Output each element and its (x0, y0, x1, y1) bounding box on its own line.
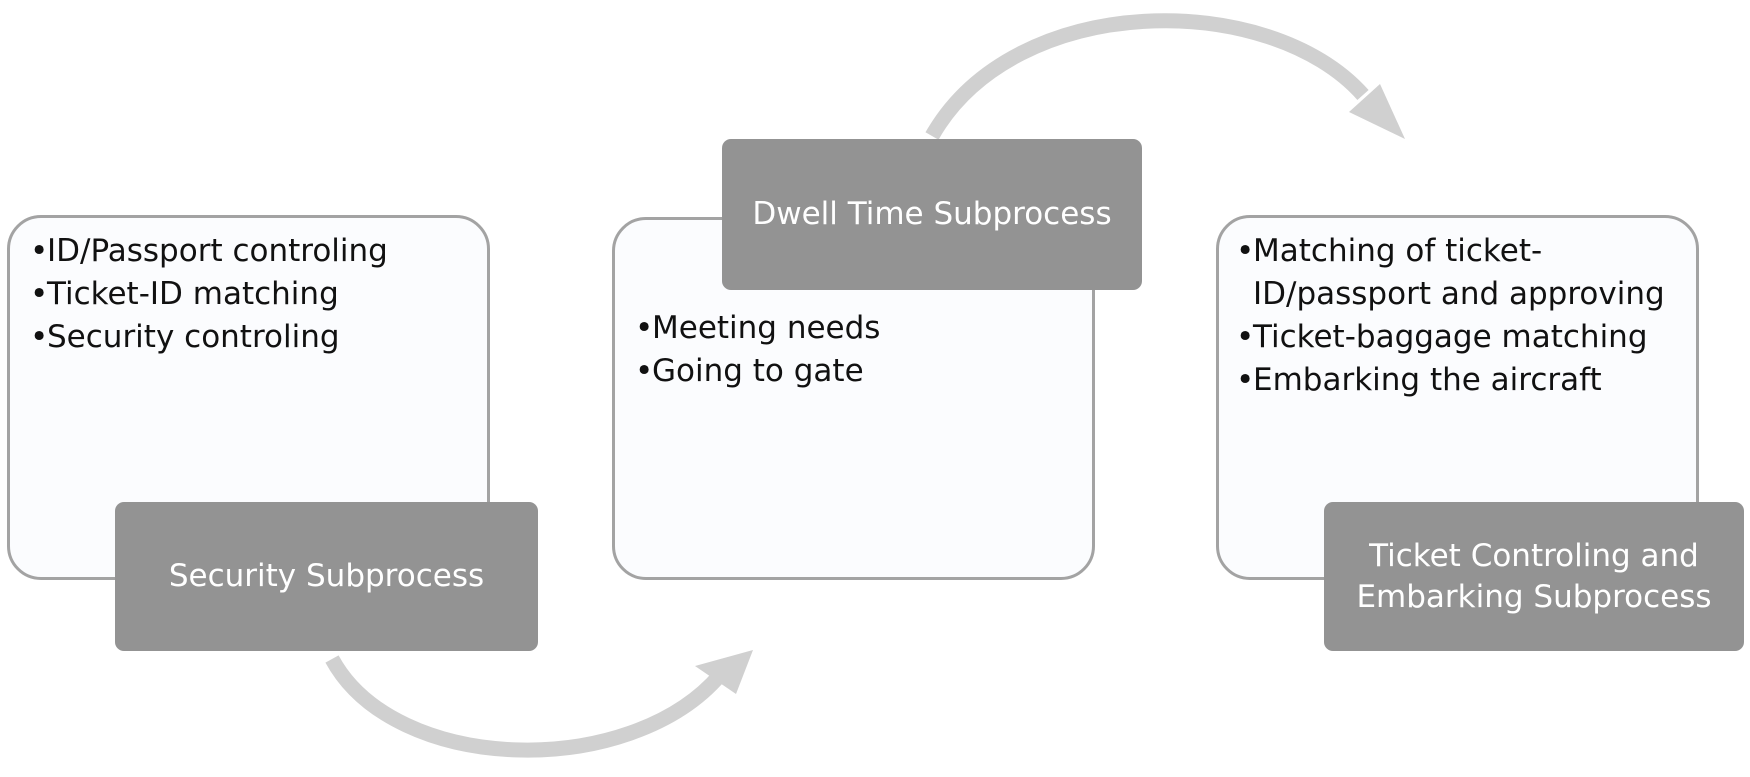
security-item: ID/Passport controling (30, 230, 480, 273)
dwell-item: Meeting needs (635, 307, 1085, 350)
dwell-item: Going to gate (635, 350, 1085, 393)
dwell-item-list: Meeting needs Going to gate (635, 307, 1085, 393)
arrow-dwell-to-ticket (925, 13, 1405, 140)
ticket-item: Ticket-baggage matching (1236, 316, 1696, 359)
ticket-item-list: Matching of ticket-ID/passport and appro… (1236, 230, 1696, 402)
security-item: Security controling (30, 316, 480, 359)
arrow-security-to-dwell (325, 650, 753, 758)
ticket-item: Matching of ticket-ID/passport and appro… (1236, 230, 1696, 316)
security-item: Ticket-ID matching (30, 273, 480, 316)
ticket-item: Embarking the aircraft (1236, 359, 1696, 402)
dwell-time-subprocess-label: Dwell Time Subprocess (722, 139, 1142, 290)
security-item-list: ID/Passport controling Ticket-ID matchin… (30, 230, 480, 359)
security-subprocess-label: Security Subprocess (115, 502, 538, 651)
ticket-embarking-subprocess-label: Ticket Controling and Embarking Subproce… (1324, 502, 1744, 651)
